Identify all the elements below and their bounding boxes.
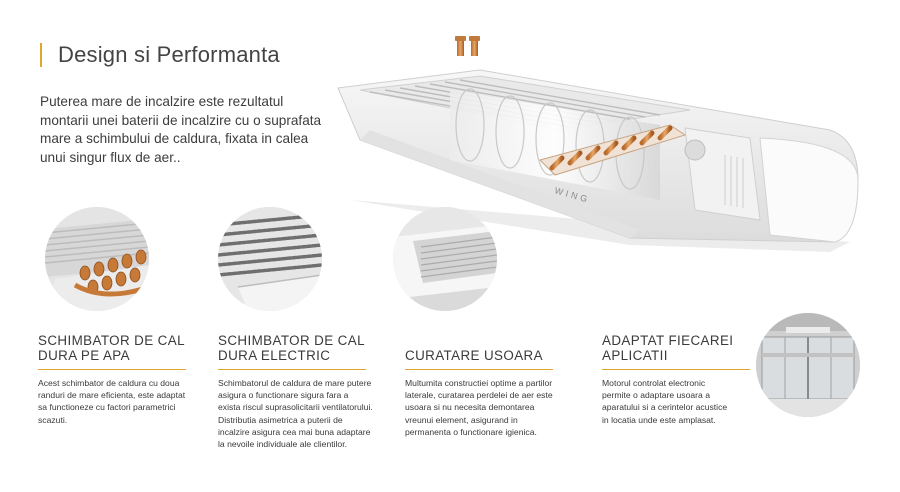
- feature-easy-cleaning-text: Multumita constructiei optime a partilor…: [405, 378, 553, 437]
- feature-electric-exchanger-text: Schimbatorul de caldura de mare putere a…: [218, 378, 373, 450]
- feature-electric-exchanger-title: SCHIMBATOR DE CAL DURA ELECTRIC: [218, 333, 365, 363]
- feature-easy-cleaning-title: CURATARE USOARA: [405, 348, 543, 363]
- title-accent-bar: [40, 43, 42, 67]
- feature-water-exchanger-divider: [38, 369, 186, 370]
- page-title: Design si Performanta: [58, 42, 280, 67]
- feature-electric-exchanger-divider: [218, 369, 366, 370]
- copper-coil-image: [45, 207, 149, 311]
- feature-water-exchanger-text: Acest schimbator de caldura cu doua rand…: [38, 378, 186, 425]
- section-header: Design si Performanta: [40, 42, 280, 68]
- feature-every-application-divider: [602, 369, 750, 370]
- feature-water-exchanger-title: SCHIMBATOR DE CAL DURA PE APA: [38, 333, 185, 363]
- feature-every-application-text: Motorul controlat electronic permite o a…: [602, 378, 728, 425]
- feature-every-application-title: ADAPTAT FIECAREI APLICATII: [602, 333, 734, 363]
- storefront-image: [756, 313, 860, 417]
- side-panel-image: [393, 207, 497, 311]
- feature-easy-cleaning-divider: [405, 369, 553, 370]
- air-curtain-product-image: WING: [330, 30, 875, 265]
- intro-paragraph: Puterea mare de incalzire este rezultatu…: [40, 94, 322, 165]
- electric-coil-image: [218, 207, 322, 311]
